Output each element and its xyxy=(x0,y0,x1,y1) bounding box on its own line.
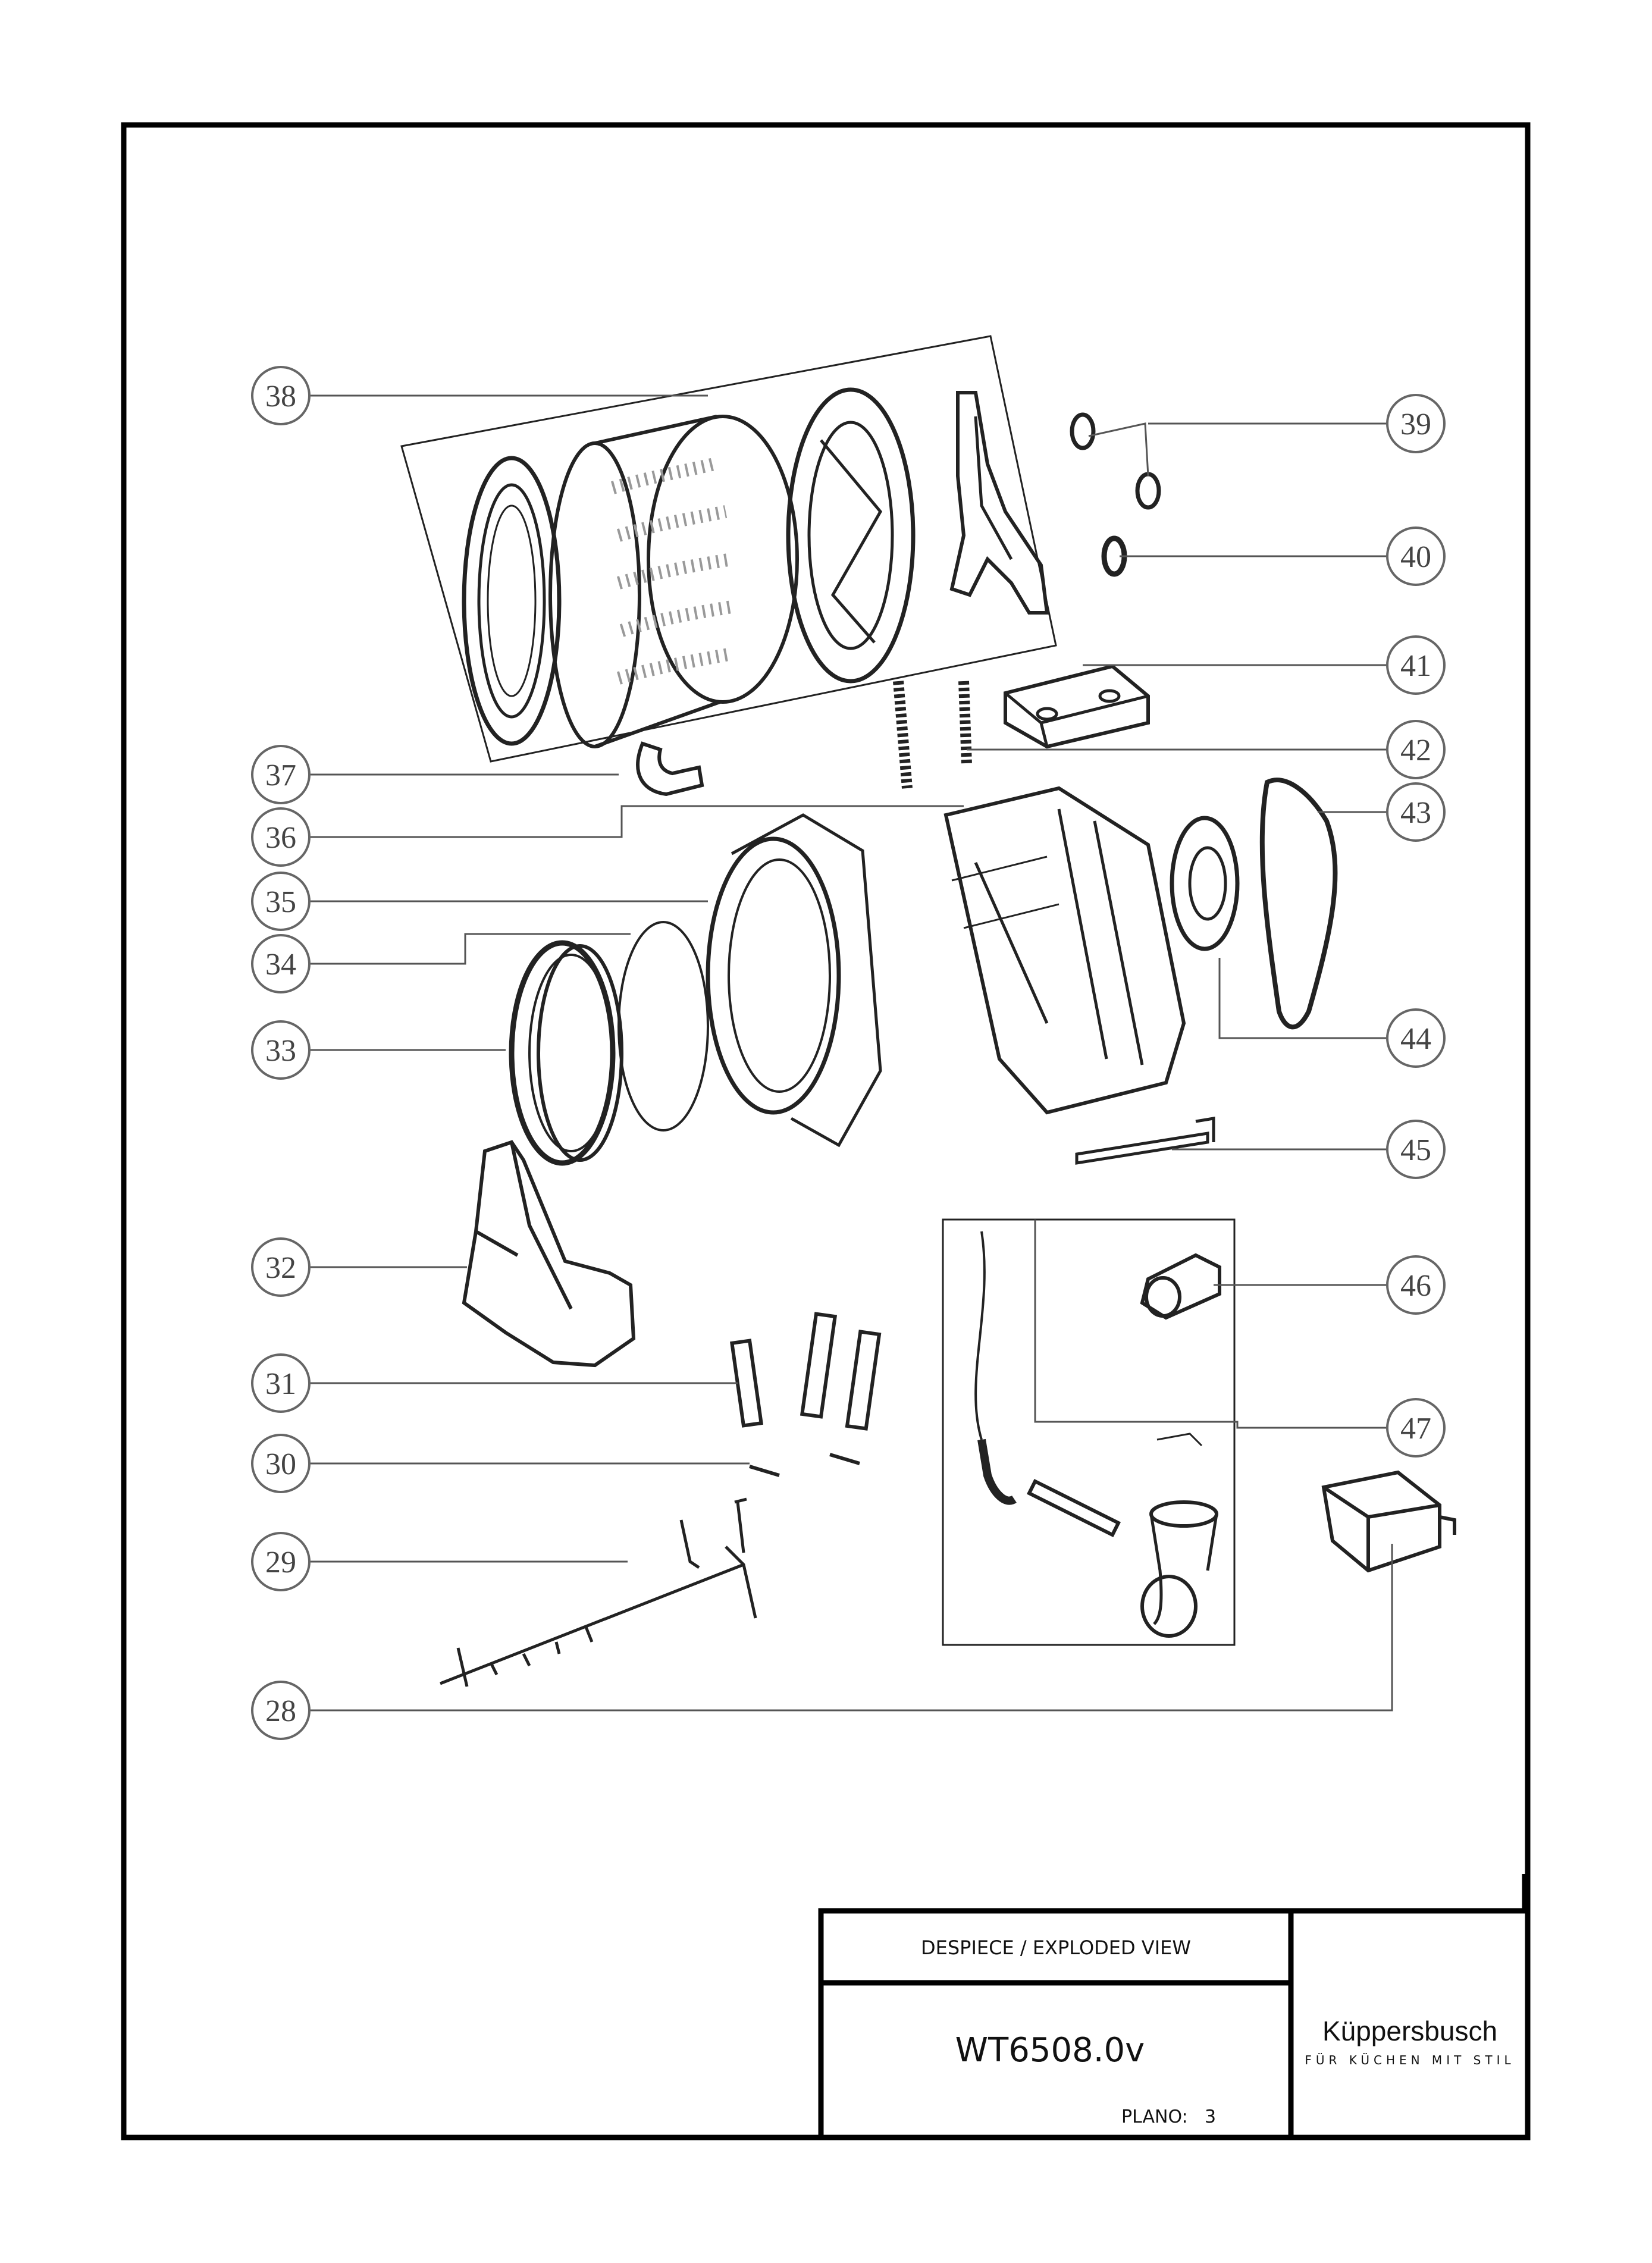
brand-logo-tagline: FÜR KÜCHEN MIT STIL xyxy=(1305,2053,1515,2067)
callout-36-number: 36 xyxy=(265,821,296,855)
part-drum-spider xyxy=(949,391,1049,615)
callout-38-number: 38 xyxy=(265,380,296,413)
callout-47: 47 xyxy=(1386,1398,1446,1458)
callout-30: 30 xyxy=(251,1434,311,1493)
model-number: WT6508.0v xyxy=(955,2031,1145,2070)
leader-28 xyxy=(311,1544,1393,1712)
plano-number: 3 xyxy=(1205,2107,1216,2127)
callout-32: 32 xyxy=(251,1237,311,1297)
callout-35: 35 xyxy=(251,872,311,931)
callout-40: 40 xyxy=(1386,526,1446,586)
callouts-left: 38 37 36 35 34 33 32 31 30 29 28 xyxy=(251,366,311,1740)
part-elbow-hose xyxy=(636,741,704,797)
part-drum-front-flange xyxy=(462,456,562,746)
callout-39-number: 39 xyxy=(1400,408,1431,441)
callout-43: 43 xyxy=(1386,782,1446,842)
callout-45: 45 xyxy=(1386,1120,1446,1179)
drawing-frame xyxy=(121,122,1531,2140)
callout-45-number: 45 xyxy=(1400,1133,1431,1167)
callout-42: 42 xyxy=(1386,720,1446,779)
part-base-counterweight xyxy=(462,1140,636,1368)
callout-38: 38 xyxy=(251,366,311,425)
part-shock-absorbers xyxy=(730,1312,882,1431)
leader-36 xyxy=(311,805,964,838)
part-drain-pump xyxy=(1140,1253,1221,1320)
callout-31-number: 31 xyxy=(265,1367,296,1401)
callout-32-number: 32 xyxy=(265,1251,296,1285)
callout-36: 36 xyxy=(251,807,311,867)
callout-41: 41 xyxy=(1386,635,1446,695)
callout-37-number: 37 xyxy=(265,758,296,792)
callout-33: 33 xyxy=(251,1020,311,1080)
callout-37: 37 xyxy=(251,745,311,804)
leader-47 xyxy=(1034,1220,1389,1429)
callout-29: 29 xyxy=(251,1532,311,1591)
part-belt xyxy=(1259,778,1338,1030)
part-springs xyxy=(893,681,972,789)
part-valve-housing xyxy=(1321,1470,1456,1573)
callout-33-number: 33 xyxy=(265,1034,296,1068)
callout-34: 34 xyxy=(251,934,311,993)
view-label: DESPIECE / EXPLODED VIEW xyxy=(921,1936,1191,1959)
part-wiring-harness xyxy=(440,1497,757,1687)
part-drum xyxy=(548,415,799,748)
callout-40-number: 40 xyxy=(1400,540,1431,574)
leader-lines xyxy=(311,394,1393,1712)
callout-43-number: 43 xyxy=(1400,796,1431,830)
parts-drawing xyxy=(400,335,1456,1687)
leader-44 xyxy=(1218,958,1389,1039)
callout-29-number: 29 xyxy=(265,1546,296,1579)
callout-31: 31 xyxy=(251,1353,311,1413)
callout-34-number: 34 xyxy=(265,948,296,982)
part-pulley xyxy=(1170,816,1240,951)
callouts-right: 39 40 41 42 43 44 45 46 47 xyxy=(1386,394,1446,1458)
callout-46-number: 46 xyxy=(1400,1269,1431,1303)
leader-39b xyxy=(1088,422,1149,477)
part-counterweight xyxy=(1004,664,1150,749)
leader-34 xyxy=(311,933,631,965)
callout-30-number: 30 xyxy=(265,1447,296,1481)
title-block: DESPIECE / EXPLODED VIEW WT6508.0v PLANO… xyxy=(818,1874,1531,2140)
plano-label: PLANO: xyxy=(1121,2107,1188,2127)
callout-28: 28 xyxy=(251,1681,311,1740)
title-block-frame xyxy=(818,1908,1531,2140)
part-drain-assembly xyxy=(942,1218,1236,1646)
callout-35-number: 35 xyxy=(265,885,296,919)
part-bolts xyxy=(749,1453,860,1477)
part-heater xyxy=(1075,1117,1215,1165)
callout-44-number: 44 xyxy=(1400,1022,1431,1056)
drum-assembly-outline xyxy=(400,335,1057,763)
callout-44: 44 xyxy=(1386,1008,1446,1068)
part-tub-disc xyxy=(617,921,709,1132)
callout-42-number: 42 xyxy=(1400,734,1431,767)
callout-47-number: 47 xyxy=(1400,1412,1431,1446)
part-door-gasket xyxy=(509,940,623,1166)
callout-39: 39 xyxy=(1386,394,1446,453)
part-front-tub xyxy=(706,813,882,1148)
callout-46: 46 xyxy=(1386,1255,1446,1315)
part-rear-tub xyxy=(943,786,1186,1115)
callout-41-number: 41 xyxy=(1400,649,1431,683)
brand-logo-name: Küppersbusch xyxy=(1322,2016,1497,2046)
callout-28-number: 28 xyxy=(265,1694,296,1728)
part-drum-back-plate xyxy=(786,387,916,684)
